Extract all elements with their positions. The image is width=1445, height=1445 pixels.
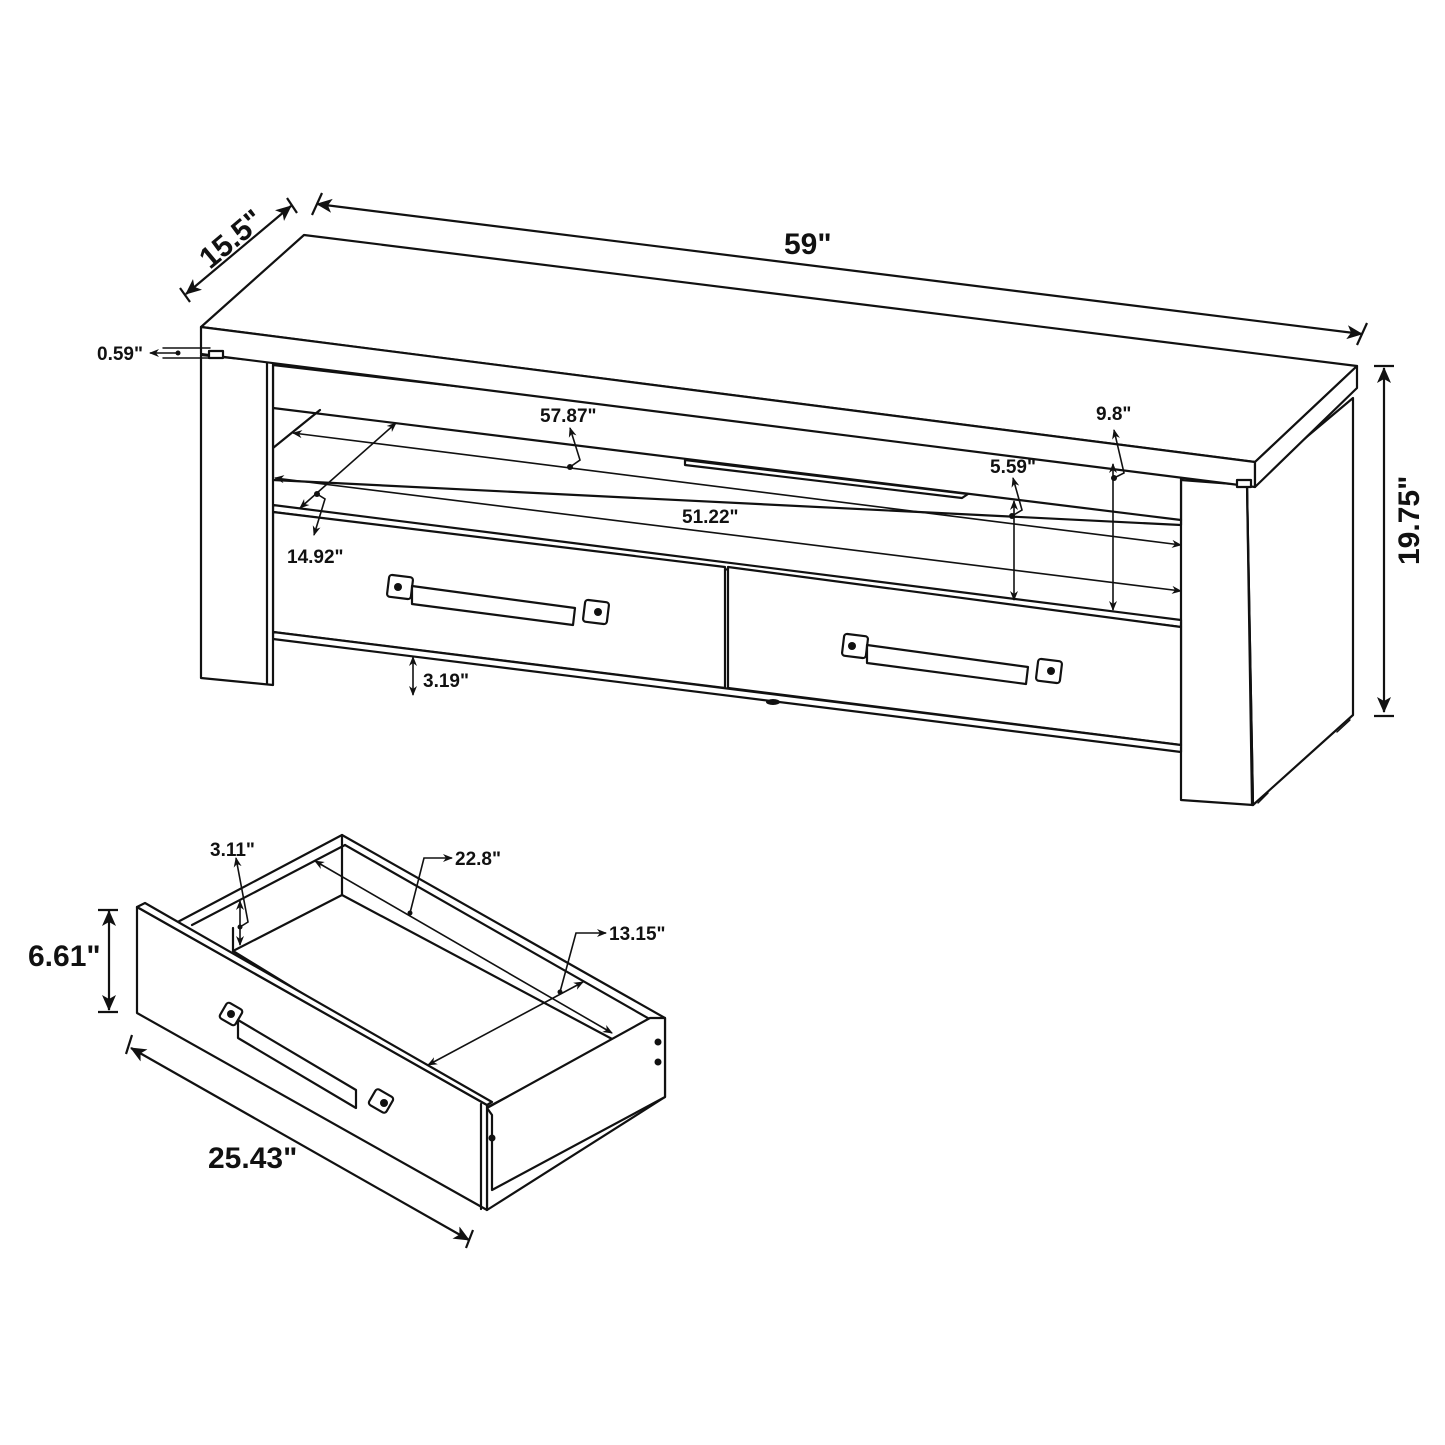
- drawer-right-wall: [485, 1016, 667, 1192]
- width-59-label: 59": [784, 228, 832, 261]
- clearance-3-19-label: 3.19": [423, 671, 469, 692]
- left-leg: [199, 353, 275, 687]
- opening-height-5-59-label: 5.59": [990, 457, 1036, 478]
- depth-15-5-label: 15.5": [193, 203, 270, 275]
- height-9-8-label: 9.8": [1096, 404, 1131, 425]
- opening-width-51-22-label: 51.22": [682, 507, 739, 528]
- shelf-width-57-87-label: 57.87": [540, 406, 597, 427]
- tv-stand-drawing: [199, 233, 1359, 807]
- tabletop-side-edge: [1253, 364, 1359, 489]
- drawer-width-25-43-label: 25.43": [208, 1142, 297, 1175]
- drawer-width-13-15-label: 13.15": [609, 924, 666, 945]
- drawer-depth-22-8-label: 22.8": [455, 849, 501, 870]
- drawer-side-3-11-label: 3.11": [210, 840, 255, 861]
- right-leg-front: [1179, 478, 1255, 807]
- drawer-dimensions: 6.61" 25.43" 3.11" 22.8" 13.15": [28, 840, 666, 1249]
- right-drawer-handle-icon: [840, 632, 1064, 686]
- shelf-depth-14-92-label: 14.92": [287, 547, 344, 568]
- overhang-0-59-label: 0.59": [97, 344, 143, 365]
- drawer-height-6-61-label: 6.61": [28, 940, 101, 973]
- height-19-75-label: 19.75": [1393, 476, 1426, 565]
